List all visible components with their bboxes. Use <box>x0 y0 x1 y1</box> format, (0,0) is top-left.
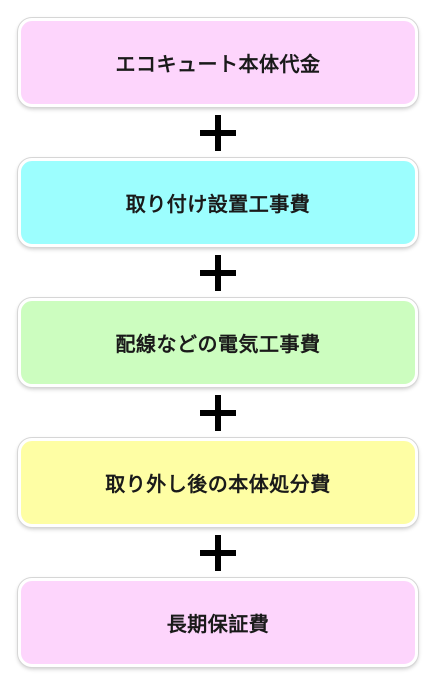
plus-icon <box>200 254 236 291</box>
plus-icon <box>200 114 236 151</box>
cost-item-label: 取り付け設置工事費 <box>125 192 311 216</box>
connector-row <box>18 107 418 158</box>
cost-item-warranty: 長期保証費 <box>18 578 418 667</box>
cost-item-label: エコキュート本体代金 <box>115 52 321 76</box>
connector-row <box>18 387 418 438</box>
cost-item-unit-price: エコキュート本体代金 <box>18 18 418 107</box>
plus-icon <box>200 534 236 571</box>
cost-item-installation: 取り付け設置工事費 <box>18 158 418 247</box>
cost-item-label: 長期保証費 <box>166 612 270 636</box>
connector-row <box>18 247 418 298</box>
cost-item-label: 配線などの電気工事費 <box>115 332 321 356</box>
cost-item-disposal: 取り外し後の本体処分費 <box>18 438 418 527</box>
cost-item-electrical-work: 配線などの電気工事費 <box>18 298 418 387</box>
plus-icon <box>200 394 236 431</box>
connector-row <box>18 527 418 578</box>
cost-breakdown-diagram: エコキュート本体代金 取り付け設置工事費 配線などの電気工事費 取り外し後の本体… <box>18 18 418 667</box>
cost-item-label: 取り外し後の本体処分費 <box>105 472 331 496</box>
